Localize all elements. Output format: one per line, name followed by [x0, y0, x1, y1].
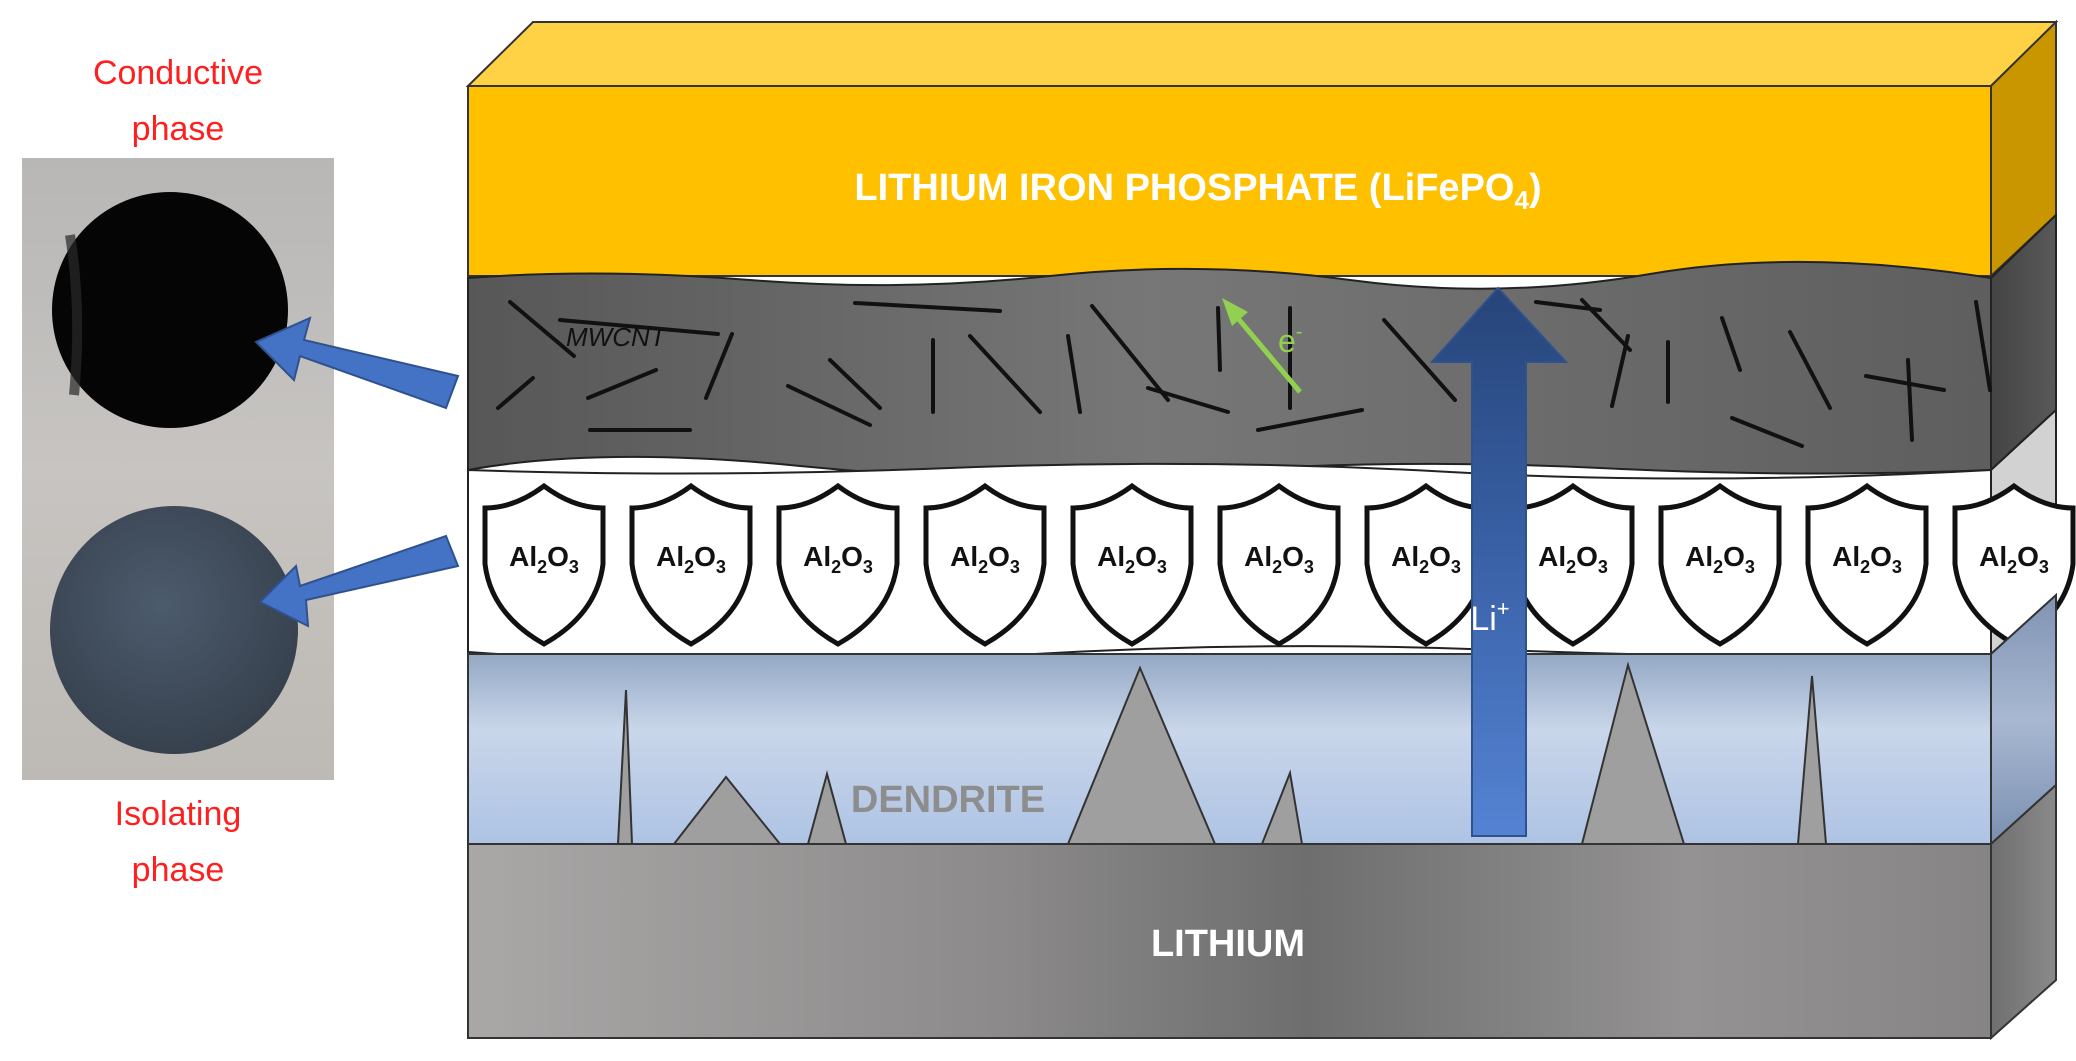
alumina-label: Al2O3 — [950, 541, 1020, 577]
alumina-label: Al2O3 — [509, 541, 579, 577]
alumina-shields: Al2O3 Al2O3 Al2O3 Al2O3 Al2O3 Al2O3 Al2O3 Al2O3… — [482, 482, 2076, 647]
lithium-side-face — [1990, 782, 2057, 1041]
isolating-label-line1: Isolating — [115, 795, 242, 833]
alumina-shield: Al2O3 — [923, 482, 1047, 647]
alumina-shield: Al2O3 — [1217, 482, 1341, 647]
cathode-label: LITHIUM IRON PHOSPHATE (LiFePO4) — [854, 167, 1541, 215]
alumina-label: Al2O3 — [1391, 541, 1461, 577]
alumina-label: Al2O3 — [1097, 541, 1167, 577]
sample-photo: Conductive phase Isolating phase — [22, 54, 334, 889]
alumina-shield: Al2O3 — [1805, 482, 1929, 647]
conductive-label-line2: phase — [132, 110, 225, 148]
lithium-layer — [467, 843, 1992, 1039]
alumina-label: Al2O3 — [1979, 541, 2049, 577]
li-ion-arrow — [1429, 286, 1569, 837]
alumina-shield: Al2O3 — [1070, 482, 1194, 647]
alumina-label: Al2O3 — [1685, 541, 1755, 577]
mwcnt-layer — [467, 260, 1992, 479]
alumina-shield: Al2O3 — [1511, 482, 1635, 647]
alumina-label: Al2O3 — [1538, 541, 1608, 577]
cathode-layer — [467, 85, 1992, 277]
alumina-label: Al2O3 — [1244, 541, 1314, 577]
isolating-label-line2: phase — [132, 851, 225, 889]
dendrite-label: DENDRITE — [851, 779, 1045, 821]
alumina-shield: Al2O3 — [776, 482, 900, 647]
conductive-pointer-arrow — [254, 316, 460, 410]
pointer-arrows — [254, 316, 460, 628]
alumina-shield: Al2O3 — [1658, 482, 1782, 647]
alumina-shield: Al2O3 — [1952, 482, 2076, 647]
dendrites — [616, 661, 1828, 845]
nanotubes — [496, 298, 1992, 448]
alumina-shield: Al2O3 — [629, 482, 753, 647]
alumina-label: Al2O3 — [1832, 541, 1902, 577]
alumina-label: Al2O3 — [803, 541, 873, 577]
alumina-shield: Al2O3 — [482, 482, 606, 647]
alumina-label: Al2O3 — [656, 541, 726, 577]
cathode-top-face — [465, 21, 2059, 87]
conductive-label-line1: Conductive — [93, 54, 263, 92]
electron-arrow-head — [1222, 298, 1248, 326]
electron-label: e- — [1278, 321, 1302, 359]
electron-path: e- — [1222, 298, 1302, 394]
conductive-disc — [52, 192, 288, 428]
isolating-pointer-arrow — [258, 534, 460, 628]
isolating-disc — [50, 506, 298, 754]
layer-stack: LITHIUM IRON PHOSPHATE (LiFePO4) MWCNT — [465, 19, 2076, 1041]
lithium-label: LITHIUM — [1151, 923, 1305, 965]
li-ion-label: Li+ — [1470, 596, 1509, 638]
